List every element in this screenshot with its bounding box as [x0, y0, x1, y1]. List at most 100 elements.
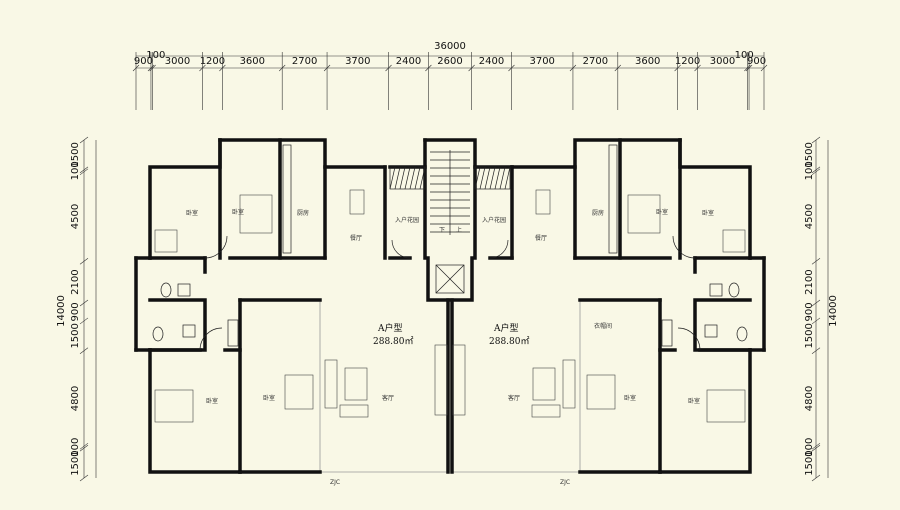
side-dim-label: 1500	[70, 142, 81, 167]
dim-tick	[79, 474, 89, 482]
top-dim-label: 900	[747, 56, 766, 67]
furniture	[154, 189, 746, 423]
total-width-label: 36000	[434, 41, 466, 52]
side-dim-label: 4800	[70, 386, 81, 411]
dim-tick	[811, 444, 821, 452]
unit-right-type: A户型	[493, 322, 519, 334]
side-dim-label: 2100	[70, 269, 81, 294]
top-dim-label: 3700	[345, 56, 370, 67]
dim-tick	[811, 166, 821, 174]
room-labels-right: 厨房 卧室 卧室 餐厅 入户花园 衣帽间 卧室 卧室 客厅	[482, 208, 714, 405]
dim-tick	[811, 442, 821, 450]
balcony-mark-left: ZJC	[330, 479, 340, 486]
side-dim-label: 4800	[804, 386, 815, 411]
top-dim-label: 100	[146, 50, 165, 61]
side-dim-label: 1500	[70, 450, 81, 475]
stair-up-label: 上	[456, 226, 462, 234]
room-label: 餐厅	[535, 234, 547, 242]
hatch-line	[474, 166, 481, 190]
hatch-line	[494, 166, 501, 190]
unit-left-area: 288.80㎡	[373, 336, 414, 347]
hatch-line	[489, 166, 496, 190]
side-dim-label: 100	[70, 161, 81, 180]
side-dim-label: 1500	[804, 323, 815, 348]
top-dim-label: 2700	[583, 56, 608, 67]
hatch-line	[394, 166, 401, 190]
top-dim-label: 3000	[165, 56, 190, 67]
dim-tick	[79, 136, 89, 144]
details	[152, 144, 748, 351]
dim-tick	[79, 442, 89, 450]
top-dim-label: 2400	[396, 56, 421, 67]
hatch-line	[404, 166, 411, 190]
side-dim-label: 1500	[804, 142, 815, 167]
extension-lines	[135, 52, 765, 110]
balcony-mark-right: ZJC	[560, 479, 570, 486]
side-dim-label: 900	[70, 302, 81, 321]
top-dim-label: 900	[134, 56, 153, 67]
dim-tick	[79, 347, 89, 354]
dim-tick	[79, 299, 89, 307]
top-dim-label: 2700	[292, 56, 317, 67]
hatch-line	[479, 166, 486, 190]
dim-tick	[811, 474, 821, 482]
dim-tick	[811, 258, 821, 265]
right-total-depth: 14000	[828, 295, 839, 327]
room-label: 厨房	[592, 209, 604, 217]
side-dim-label: 2100	[804, 269, 815, 294]
top-dim-label: 1200	[675, 56, 700, 67]
room-labels-left: 卧室 卧室 厨房 餐厅 入户花园 卧室 卧室 客厅	[186, 208, 419, 405]
stair-down-label: 下	[439, 227, 445, 234]
side-dim-label: 1500	[804, 450, 815, 475]
side-dim-label: 100	[70, 438, 81, 457]
hatch-line	[419, 166, 426, 190]
unit-labels: A户型 288.80㎡ A户型 288.80㎡	[373, 322, 530, 347]
dim-tick	[811, 299, 821, 307]
room-label: 入户花园	[395, 216, 419, 224]
side-dim-label: 100	[804, 438, 815, 457]
dim-tick	[79, 317, 89, 325]
dim-tick	[79, 444, 89, 452]
hatch-line	[409, 166, 416, 190]
room-label: 衣帽间	[594, 322, 612, 330]
side-dim-label: 4500	[70, 204, 81, 229]
dim-tick	[811, 168, 821, 176]
top-dim-label: 100	[735, 50, 754, 61]
top-dim-label: 3000	[710, 56, 735, 67]
top-dim-label: 2400	[479, 56, 504, 67]
hatch-line	[399, 166, 406, 190]
room-label: 卧室	[206, 397, 218, 405]
side-dim-label: 4500	[804, 204, 815, 229]
hatch-line	[484, 166, 491, 190]
hatch-line	[414, 166, 421, 190]
stair-labels: 下 上	[439, 226, 462, 234]
unit-left-type: A户型	[377, 322, 403, 334]
top-dim-label: 3600	[635, 56, 660, 67]
balcony-outline: ZJC ZJC	[319, 300, 581, 486]
hatch-line	[504, 166, 511, 190]
room-label: 客厅	[508, 394, 520, 402]
room-label: 卧室	[232, 208, 244, 216]
room-label: 卧室	[624, 394, 636, 402]
unit-right-area: 288.80㎡	[489, 336, 530, 347]
hatch-line	[389, 166, 396, 190]
left-total-depth: 14000	[56, 295, 67, 327]
walls	[134, 138, 766, 474]
room-label: 卧室	[688, 397, 700, 405]
room-label: 厨房	[297, 209, 309, 217]
room-label: 卧室	[186, 209, 198, 217]
room-label: 卧室	[656, 208, 668, 216]
dim-tick	[811, 317, 821, 325]
dim-tick	[79, 166, 89, 174]
top-dim-label: 3700	[529, 56, 554, 67]
top-dim-label: 2600	[437, 56, 462, 67]
dim-tick	[811, 136, 821, 144]
side-dim-label: 900	[804, 302, 815, 321]
room-label: 卧室	[702, 209, 714, 217]
room-label: 卧室	[263, 394, 275, 402]
